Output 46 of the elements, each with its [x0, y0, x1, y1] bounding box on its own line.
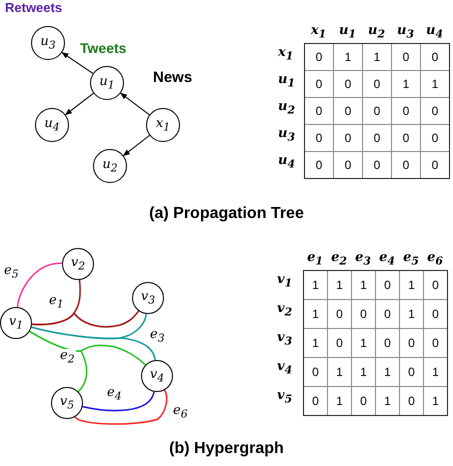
column-header: u$_{4}$ — [425, 23, 444, 41]
column-header: e$_{3}$ — [354, 250, 372, 268]
annotation-label: News — [153, 69, 192, 86]
hyperedge-line — [32, 310, 140, 328]
hyperedge-line — [82, 392, 155, 412]
hyperedge-line — [16, 262, 62, 308]
annotation-label: Retweets — [5, 0, 62, 15]
column-header: u$_{2}$ — [367, 23, 386, 41]
figure-caption: (a) Propagation Tree — [148, 205, 305, 223]
column-header: e$_{2}$ — [330, 250, 348, 268]
row-header: u$_{3}$ — [278, 126, 295, 144]
row-header: x$_{1}$ — [278, 45, 294, 63]
column-header: e$_{4}$ — [378, 250, 396, 268]
node-circle: v$_{1}$ — [0, 307, 32, 339]
node-circle: u$_{1}$ — [90, 66, 124, 100]
column-header: e$_{5}$ — [402, 250, 420, 268]
figure-caption: (b) Hypergraph — [168, 440, 285, 458]
arrow — [122, 134, 150, 156]
column-header: u$_{1}$ — [338, 23, 357, 41]
hyperedge-line — [74, 390, 168, 425]
arrow — [64, 92, 94, 116]
column-header: e$_{6}$ — [426, 250, 444, 268]
row-header: v$_{3}$ — [277, 330, 292, 348]
row-header: v$_{2}$ — [277, 301, 292, 319]
row-header: v$_{1}$ — [277, 272, 292, 290]
row-header: u$_{4}$ — [278, 153, 295, 171]
row-header: v$_{5}$ — [277, 388, 292, 406]
row-header: v$_{4}$ — [277, 359, 292, 377]
node-circle: u$_{4}$ — [35, 108, 69, 142]
node-circle: u$_{2}$ — [93, 149, 127, 183]
arrow — [62, 52, 94, 74]
hyperedge-line — [29, 330, 88, 392]
node-circle: v$_{3}$ — [132, 282, 164, 314]
column-header: u$_{3}$ — [396, 23, 415, 41]
node-circle: v$_{4}$ — [141, 360, 173, 392]
column-header: e$_{1}$ — [306, 250, 324, 268]
annotation-label: Tweets — [80, 40, 126, 56]
node-circle: u$_{3}$ — [31, 26, 65, 60]
node-circle: v$_{2}$ — [62, 248, 94, 280]
row-header: u$_{2}$ — [278, 99, 295, 117]
arrow — [120, 92, 150, 116]
hyperedge-line — [31, 326, 156, 360]
column-header: x$_{1}$ — [310, 23, 328, 41]
row-header: u$_{1}$ — [278, 72, 295, 90]
node-circle: x$_{1}$ — [146, 108, 180, 142]
node-circle: v$_{5}$ — [51, 387, 83, 419]
